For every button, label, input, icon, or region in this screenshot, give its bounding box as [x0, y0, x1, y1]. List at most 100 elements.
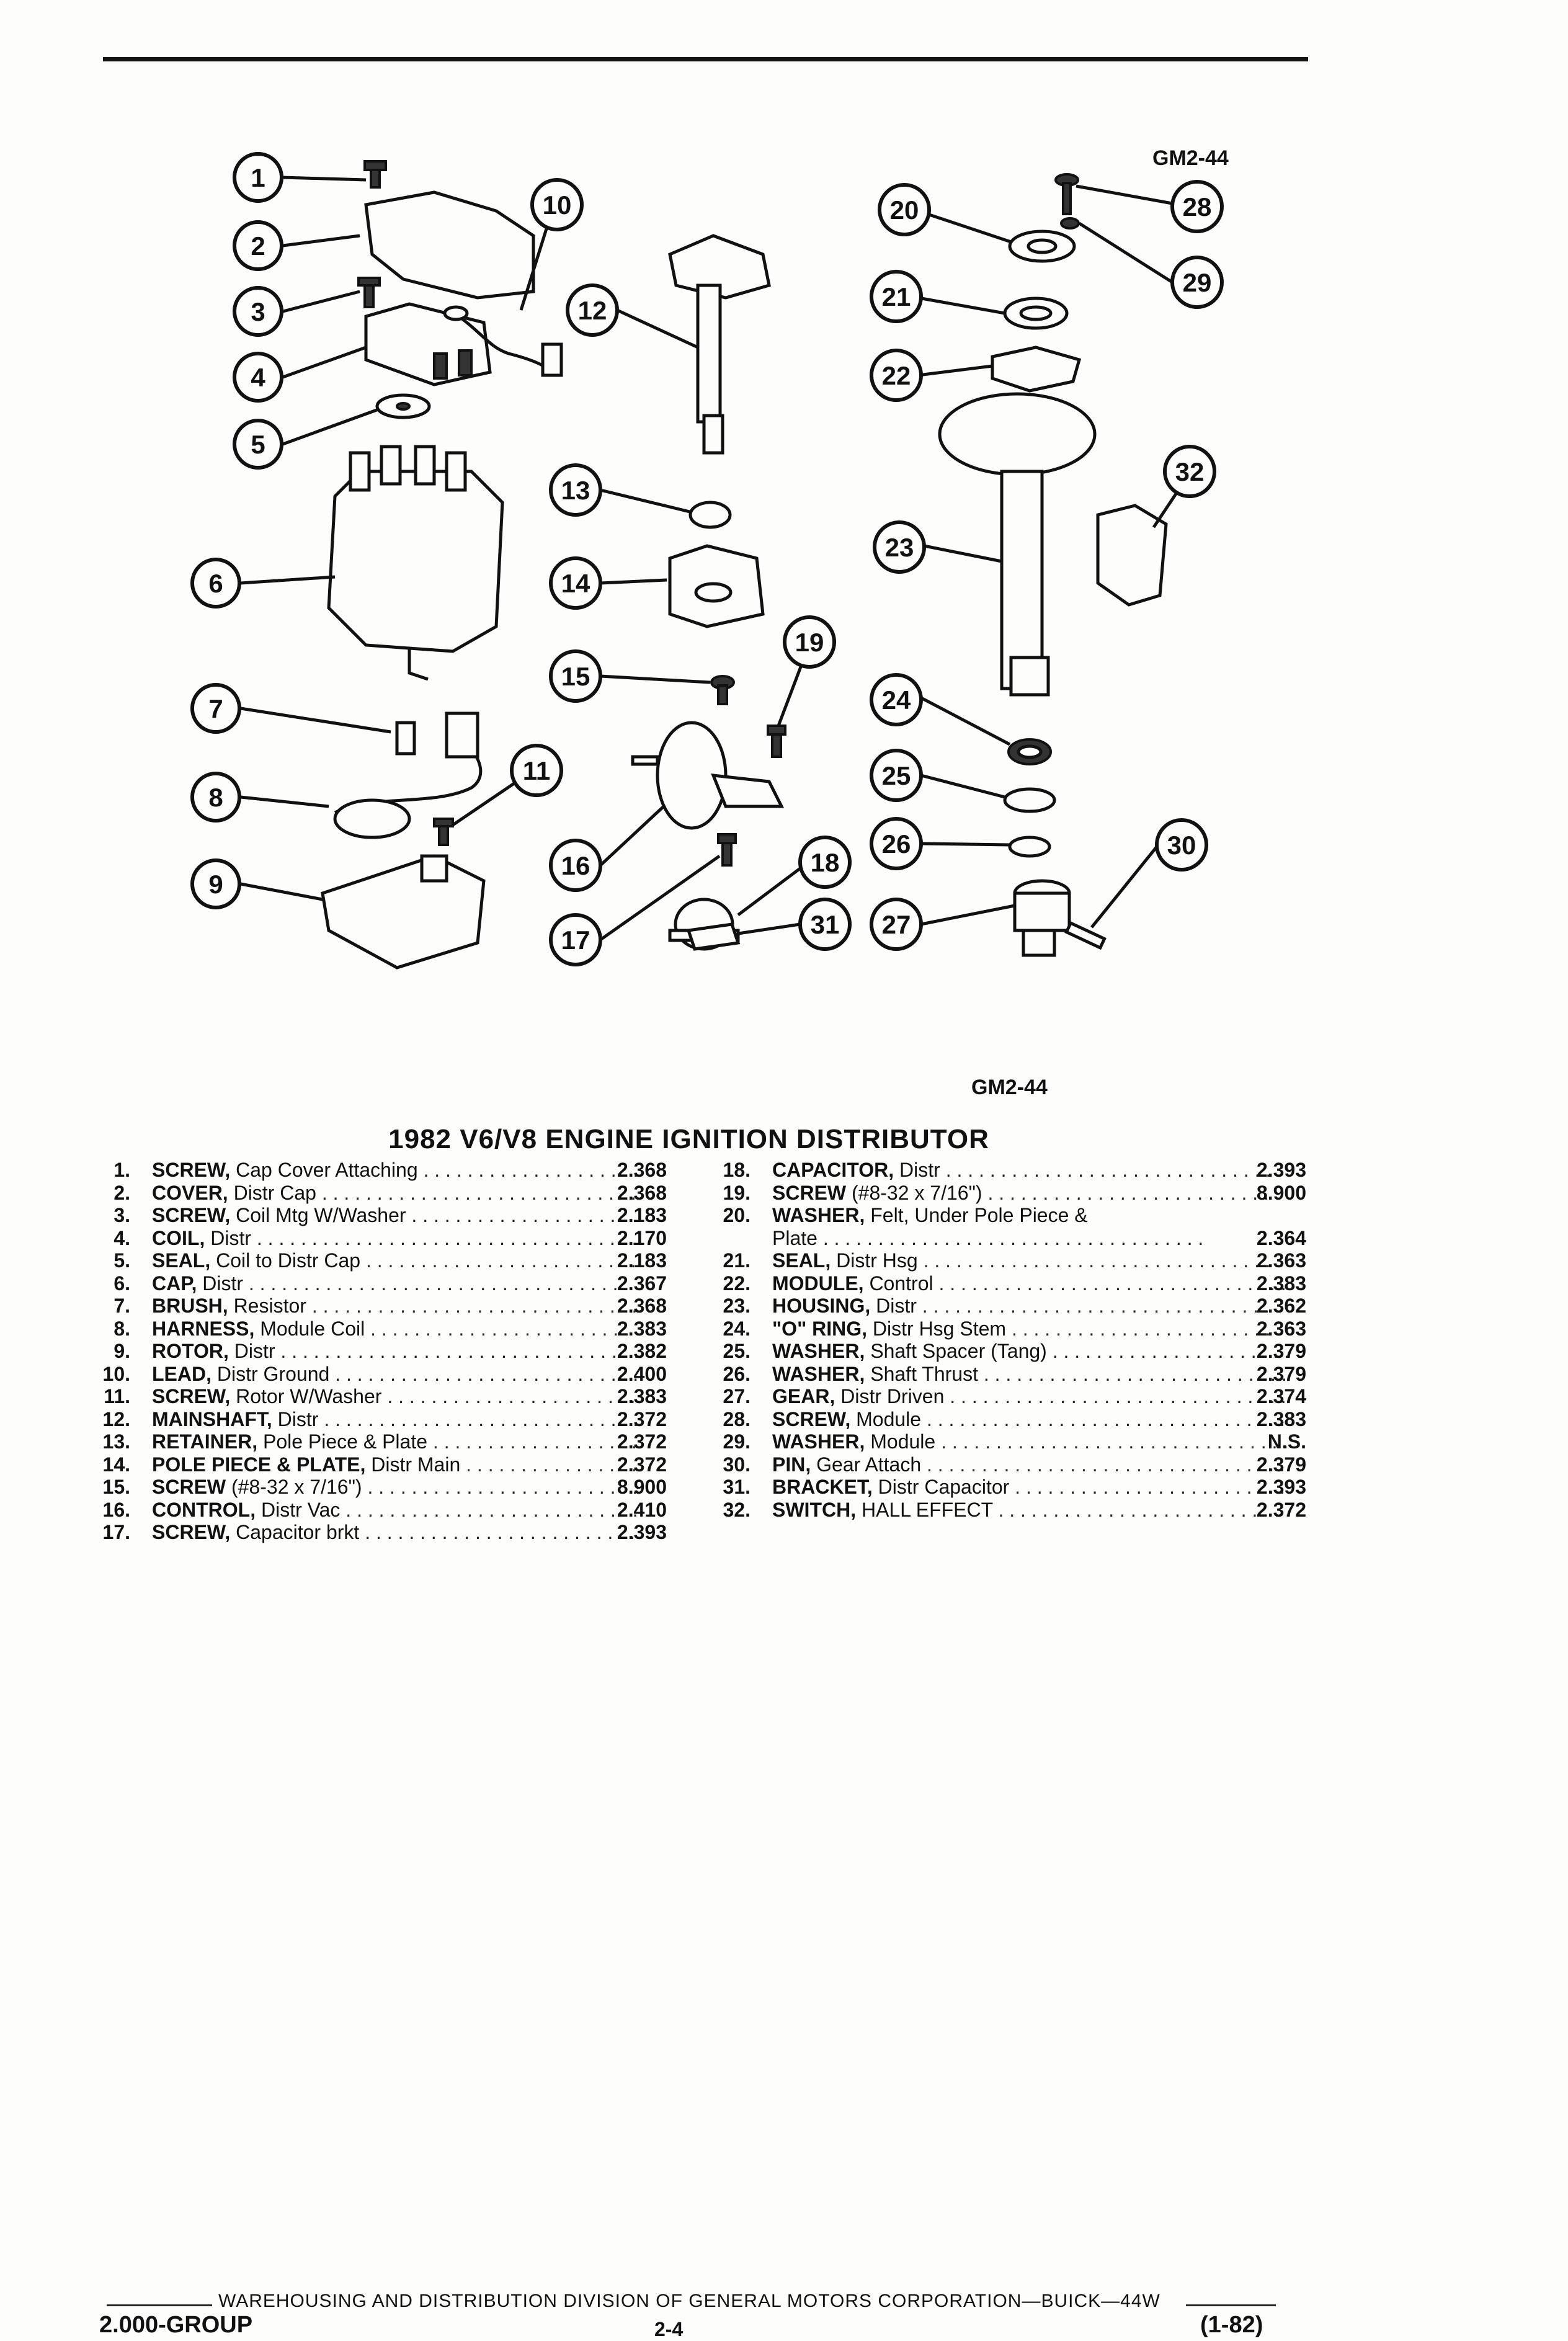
part-name: WASHER, [772, 1430, 865, 1453]
part-detail: Distr Cap [233, 1181, 316, 1204]
svg-text:32: 32 [1175, 457, 1205, 486]
callout-14: 14 [549, 556, 602, 610]
callout-28: 28 [1170, 180, 1224, 233]
svg-text:20: 20 [890, 195, 919, 225]
page-title: 1982 V6/V8 ENGINE IGNITION DISTRIBUTOR [388, 1124, 989, 1154]
svg-text:22: 22 [882, 361, 911, 390]
part-number: 3. [114, 1204, 130, 1226]
part-rotor-9 [321, 854, 486, 970]
svg-text:18: 18 [811, 848, 840, 877]
part-name: ROTOR, [152, 1340, 229, 1362]
part-screw-15 [710, 675, 735, 705]
leader-dots: . . . . . . . . . . . . . . . . . . . . … [916, 1295, 1287, 1317]
part-row: 31.BRACKET, Distr Capacitor . . . . . . … [701, 1476, 1306, 1499]
part-detail: Pole Piece & Plate [262, 1430, 428, 1453]
group-number: 2.393 [1256, 1159, 1306, 1181]
part-row: 10.LEAD, Distr Ground . . . . . . . . . … [81, 1363, 676, 1386]
leader-dots: . . . . . . . . . . . . . . . . . . . . … [243, 1272, 630, 1295]
leader-dots: . . . . . . . . . . . . . . . . . . . . … [311, 1295, 642, 1317]
part-number: 17. [102, 1521, 130, 1543]
part-number: 32. [723, 1498, 751, 1521]
part-name: CAPACITOR, [772, 1159, 894, 1181]
part-detail: Distr [277, 1407, 319, 1430]
callout-5: 5 [233, 419, 283, 470]
callout-9: 9 [190, 858, 241, 909]
svg-text:16: 16 [561, 851, 590, 880]
part-polepiece-14 [668, 544, 765, 628]
part-detail: Distr Main [371, 1453, 461, 1476]
part-description: BRUSH, Resistor . . . . . . . . . . . . … [152, 1295, 642, 1318]
callout-25: 25 [870, 749, 923, 802]
part-detail: Module [870, 1430, 936, 1453]
group-number: 2.383 [1256, 1272, 1306, 1295]
leader-dots: . . . . . . . . . . . . . . . . . . . . … [387, 1385, 642, 1407]
part-detail: Distr [202, 1272, 243, 1295]
leader-dots: . . . . . . . . . . . . . . . . . . . . … [1011, 1317, 1287, 1340]
part-description: SCREW, Cap Cover Attaching . . . . . . .… [152, 1159, 642, 1182]
part-row: 25.WASHER, Shaft Spacer (Tang) . . . . .… [701, 1340, 1306, 1363]
group-number: 8.900 [1256, 1181, 1306, 1204]
part-row: 15.SCREW (#8-32 x 7/16") . . . . . . . .… [81, 1476, 676, 1499]
svg-text:23: 23 [885, 533, 914, 562]
group-number: 2.372 [1256, 1498, 1306, 1521]
part-name: GEAR, [772, 1385, 835, 1407]
part-detail: HALL EFFECT [861, 1498, 993, 1521]
leader-dots: . . . . . . . . . . . . . . . . . . . . … [921, 1407, 1287, 1430]
part-number: 28. [723, 1407, 751, 1430]
part-name: BRACKET, [772, 1476, 873, 1498]
part-row: 22.MODULE, Control . . . . . . . . . . .… [701, 1272, 1306, 1295]
callout-20: 20 [878, 183, 931, 236]
svg-text:1: 1 [251, 163, 265, 192]
part-description: SCREW, Coil Mtg W/Washer . . . . . . . .… [152, 1204, 642, 1227]
svg-text:24: 24 [882, 685, 911, 715]
part-mainshaft-12 [668, 234, 771, 455]
part-detail: (#8-32 x 7/16") [852, 1181, 982, 1204]
group-number: 2.183 [617, 1249, 667, 1272]
callout-16: 16 [549, 839, 602, 892]
callout-11: 11 [510, 744, 563, 797]
part-row: 26.WASHER, Shaft Thrust . . . . . . . . … [701, 1363, 1306, 1386]
group-number: 2.368 [617, 1181, 667, 1204]
part-description: SCREW (#8-32 x 7/16") . . . . . . . . . … [772, 1182, 1287, 1205]
group-number: 2.364 [1256, 1226, 1306, 1249]
callout-4: 4 [233, 352, 283, 403]
diagram-code-bottom: GM2-44 [971, 1076, 1048, 1099]
svg-text:27: 27 [882, 910, 911, 939]
leader-dots: . . . . . . . . . . . . . . . . . . . . … [432, 1430, 642, 1453]
leader-dots: . . . . . . . . . . . . . . . . . . . . … [335, 1362, 642, 1385]
group-number: 2.393 [617, 1521, 667, 1543]
part-description: BRACKET, Distr Capacitor . . . . . . . .… [772, 1476, 1287, 1499]
callout-8: 8 [190, 772, 241, 823]
part-number: 30. [723, 1453, 751, 1476]
part-description: HARNESS, Module Coil . . . . . . . . . .… [152, 1318, 642, 1340]
part-description: CAPACITOR, Distr . . . . . . . . . . . .… [772, 1159, 1287, 1182]
part-description: SCREW, Module . . . . . . . . . . . . . … [772, 1408, 1287, 1431]
part-detail: Distr Vac [261, 1498, 341, 1521]
part-description: WASHER, Shaft Spacer (Tang) . . . . . . … [772, 1340, 1287, 1363]
part-name: SCREW, [152, 1385, 231, 1407]
part-number: 13. [102, 1430, 130, 1453]
part-description: POLE PIECE & PLATE, Distr Main . . . . .… [152, 1453, 642, 1476]
part-name: SCREW, [152, 1204, 231, 1226]
svg-text:3: 3 [251, 297, 265, 326]
group-number: 2.400 [617, 1362, 667, 1385]
svg-text:2: 2 [251, 231, 265, 261]
part-row: 2.COVER, Distr Cap . . . . . . . . . . .… [81, 1182, 676, 1205]
part-washer-29 [1060, 217, 1080, 230]
part-detail: Distr Hsg [836, 1249, 918, 1272]
part-control-16 [631, 721, 785, 830]
part-name: SWITCH, [772, 1498, 857, 1521]
part-row: 16.CONTROL, Distr Vac . . . . . . . . . … [81, 1499, 676, 1522]
svg-text:6: 6 [208, 569, 223, 598]
part-row: 23.HOUSING, Distr . . . . . . . . . . . … [701, 1295, 1306, 1318]
leader-dots: . . . . . . . . . . . . . . . . . . . . … [1015, 1476, 1287, 1498]
part-row: 32.SWITCH, HALL EFFECT . . . . . . . . .… [701, 1499, 1306, 1522]
part-row: 9.ROTOR, Distr . . . . . . . . . . . . .… [81, 1340, 676, 1363]
part-name: WASHER, [772, 1204, 865, 1226]
group-number: 2.183 [617, 1204, 667, 1226]
part-row: 12.MAINSHAFT, Distr . . . . . . . . . . … [81, 1408, 676, 1431]
group-number: 2.367 [617, 1272, 667, 1295]
part-description: MAINSHAFT, Distr . . . . . . . . . . . .… [152, 1408, 642, 1431]
part-detail: Plate [772, 1226, 817, 1249]
part-name: SCREW [152, 1476, 226, 1498]
